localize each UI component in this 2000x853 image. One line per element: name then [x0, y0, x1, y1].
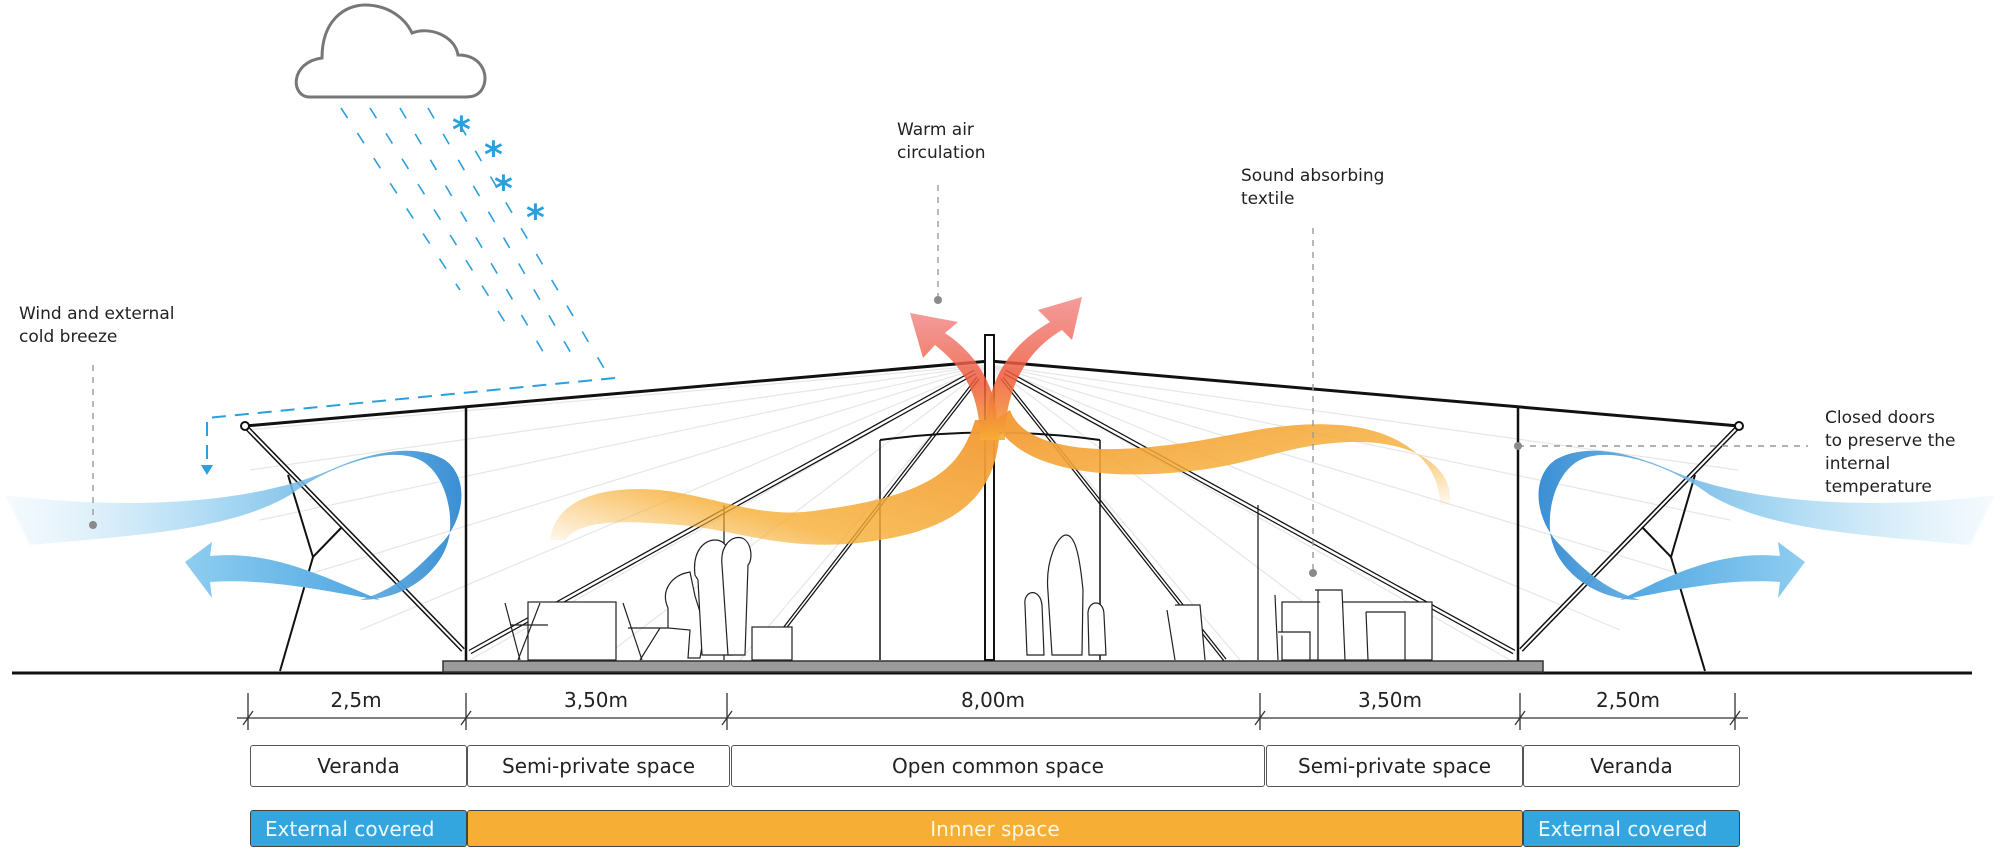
space-external-covered-left: External covered [250, 810, 467, 847]
person-standing [721, 536, 752, 656]
cold-wind-right [1538, 450, 1995, 600]
wind-stream-icon [1538, 450, 1995, 600]
hot-air-arrow-right-icon [985, 297, 1082, 440]
bench [751, 626, 793, 661]
svg-text:*: * [494, 169, 513, 210]
svg-text:*: * [526, 198, 545, 239]
child [1024, 592, 1045, 656]
zone-veranda-left: Veranda [250, 745, 467, 787]
dimension-label: 3,50m [563, 688, 629, 712]
tent-structure [240, 334, 1744, 672]
table [527, 601, 617, 661]
svg-text:*: * [484, 135, 503, 176]
annotation-closed-doors: Closed doors to preserve the internal te… [1825, 408, 1956, 497]
snowflake-icon: ** ** [452, 110, 545, 239]
weather: ** ** [201, 3, 616, 475]
people-and-furniture [504, 534, 1433, 661]
hot-air-arrow-left-icon [910, 313, 999, 440]
chair [622, 602, 668, 661]
dimension-label: 2,5m [330, 688, 382, 712]
chair [1274, 594, 1311, 661]
chair [1166, 604, 1206, 661]
floor-platform [442, 660, 1544, 673]
rain-path-arrow [206, 377, 616, 465]
zone-semi-private-left: Semi-private space [467, 745, 730, 787]
chair [1365, 611, 1406, 661]
warm-air-circulation [550, 297, 1451, 545]
space-inner: Innner space [467, 810, 1523, 847]
dimension-label: 2,50m [1595, 688, 1661, 712]
wind-arrow-right-icon [1620, 542, 1805, 600]
down-arrow-icon [201, 465, 213, 475]
leader-lines [89, 185, 1808, 577]
chair [504, 602, 548, 661]
dimension-line [237, 693, 1748, 730]
child [1087, 602, 1107, 656]
annotation-wind: Wind and external cold breeze [19, 304, 175, 347]
center-pole [984, 334, 995, 661]
annotation-warm-air: Warm air circulation [897, 120, 986, 163]
woman [1046, 534, 1084, 656]
space-external-covered-right: External covered [1523, 810, 1740, 847]
annotation-sound-textile: Sound absorbing textile [1241, 166, 1385, 209]
cloud-icon [294, 3, 487, 99]
chair [1315, 589, 1346, 661]
person-seated [664, 571, 706, 659]
dimension-label: 3,50m [1357, 688, 1423, 712]
svg-text:*: * [452, 110, 471, 151]
zone-semi-private-right: Semi-private space [1266, 745, 1523, 787]
wind-arrow-left-icon [185, 542, 380, 600]
zone-open-common: Open common space [731, 745, 1265, 787]
zone-veranda-right: Veranda [1523, 745, 1740, 787]
rain-icon [340, 107, 609, 376]
dimension-label: 8,00m [960, 688, 1026, 712]
